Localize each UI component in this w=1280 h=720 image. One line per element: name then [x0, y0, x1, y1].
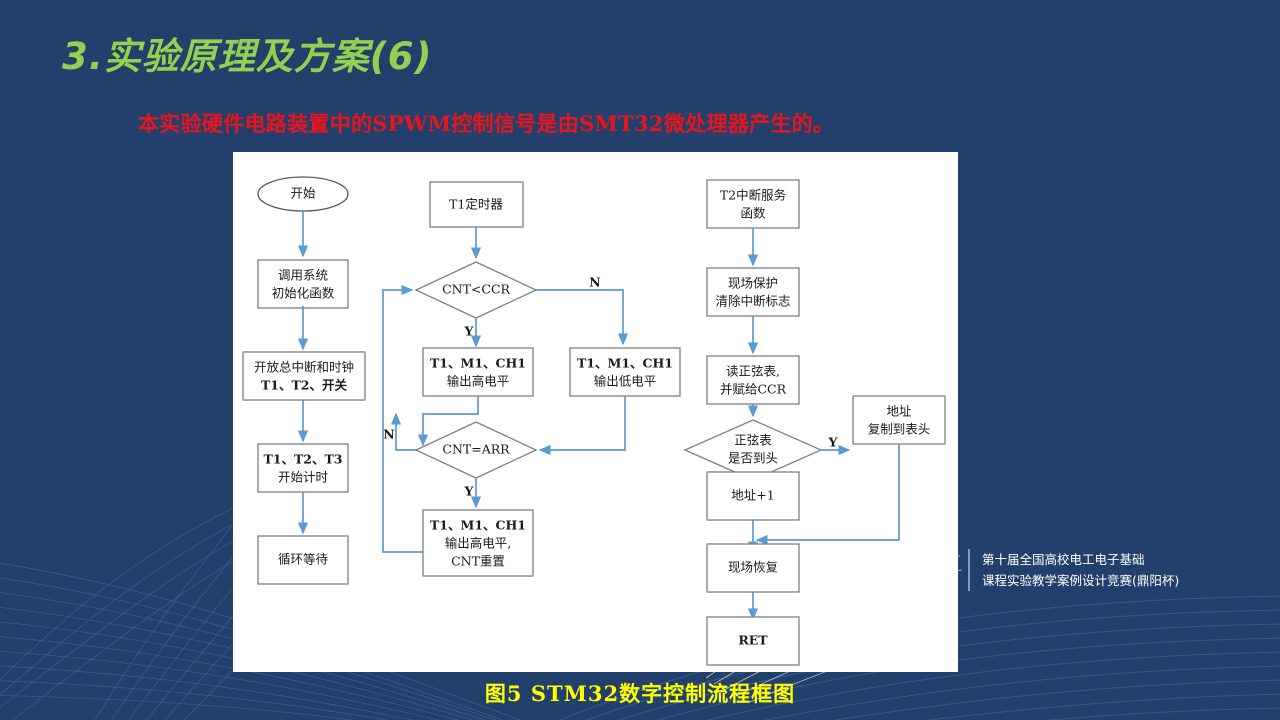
node-t2isr-line1: T2中断服务	[720, 188, 786, 203]
node-protect[interactable]	[706, 267, 800, 317]
node-init-label-line2: 初始化函数	[272, 286, 335, 301]
edge-label-endcheck-yes: Y	[828, 435, 839, 450]
node-t2isr-line2: 函数	[740, 206, 766, 221]
node-enable-label-line1: 开放总中断和时钟	[254, 360, 354, 375]
edge-outlow-to-cmparr	[538, 396, 626, 456]
node-timing-label-line2: 开始计时	[278, 470, 329, 485]
edge-label-cmpccr-no: N	[589, 275, 600, 290]
node-out-reset-line2: 输出高电平,	[445, 536, 511, 551]
node-copyhead-line1: 地址	[886, 404, 912, 419]
edge-copyhead-merge	[755, 444, 900, 546]
node-t1timer[interactable]	[429, 181, 524, 228]
node-readsine[interactable]	[706, 355, 800, 405]
node-timing-label-line1: T1、T2、T3	[264, 452, 343, 467]
node-addr-inc[interactable]	[706, 471, 800, 521]
page-title: 3.实验原理及方案(6)	[62, 35, 433, 78]
node-out-high-line2: 输出高电平	[447, 374, 510, 389]
node-out-low-line2: 输出低电平	[594, 374, 657, 389]
edge-cmpccr-no	[536, 289, 629, 346]
node-enable[interactable]	[242, 351, 366, 401]
node-restore[interactable]	[706, 543, 800, 593]
node-readsine-line1: 读正弦表,	[726, 364, 780, 379]
node-restore-label: 现场恢复	[728, 560, 779, 575]
node-ret-label: RET	[738, 633, 768, 648]
node-out-reset-line1: T1、M1、CH1	[430, 518, 526, 533]
node-copyhead-line2: 复制到表头	[868, 422, 931, 437]
node-out-low-line1: T1、M1、CH1	[577, 356, 673, 371]
competition-footer: 第十届全国高校电工电子基础 课程实验教学案例设计竞赛(鼎阳杯)	[968, 549, 1179, 591]
edge-cmparr-no	[390, 412, 416, 451]
node-t1timer-label: T1定时器	[449, 197, 503, 212]
node-ret[interactable]	[706, 616, 800, 666]
subtitle-text: 本实验硬件电路装置中的SPWM控制信号是由SMT32微处理器产生的。	[138, 111, 835, 136]
node-endcheck-line1: 正弦表	[734, 433, 772, 448]
edge-outreset-feedback	[382, 284, 423, 553]
node-out-reset-line3: CNT重置	[451, 554, 505, 569]
node-protect-line2: 清除中断标志	[715, 294, 790, 309]
figure-caption: 图5 STM32数字控制流程框图	[484, 681, 796, 706]
footer-line-2: 课程实验教学案例设计竞赛(鼎阳杯)	[982, 573, 1180, 588]
node-out-high-line1: T1、M1、CH1	[430, 356, 526, 371]
node-out-low[interactable]	[569, 347, 681, 397]
node-enable-label-line2: T1、T2、开关	[261, 378, 347, 393]
node-cmp-arr-label: CNT=ARR	[442, 442, 510, 457]
node-start-label: 开始	[290, 186, 316, 201]
edge-label-cmpccr-yes: Y	[464, 324, 475, 339]
node-init-label-line1: 调用系统	[278, 268, 328, 283]
flowchart-diagram: 开始 调用系统 初始化函数 开放总中断和时钟 T1、T2、开关 T1、T2、T3…	[242, 176, 946, 666]
node-cmp-ccr-label: CNT<CCR	[442, 282, 510, 297]
node-endcheck-line2: 是否到头	[728, 451, 778, 466]
edge-outhigh-to-cmparr	[417, 396, 479, 447]
node-protect-line1: 现场保护	[728, 276, 778, 291]
edge-label-cmparr-no: N	[383, 427, 394, 442]
node-out-reset[interactable]	[422, 509, 534, 577]
flowchart-panel: 开始 调用系统 初始化函数 开放总中断和时钟 T1、T2、开关 T1、T2、T3…	[233, 152, 958, 672]
node-loopwait[interactable]	[257, 535, 349, 585]
node-timing[interactable]	[257, 443, 349, 493]
node-out-high[interactable]	[422, 347, 534, 397]
footer-line-1: 第十届全国高校电工电子基础	[982, 552, 1145, 567]
node-loopwait-label: 循环等待	[278, 552, 329, 567]
node-copyhead[interactable]	[852, 395, 946, 445]
edge-label-cmparr-yes: Y	[464, 484, 475, 499]
node-readsine-line2: 并赋给CCR	[720, 382, 787, 397]
node-t2isr[interactable]	[706, 179, 800, 229]
node-addr-inc-label: 地址+1	[731, 488, 774, 503]
node-init[interactable]	[257, 259, 349, 309]
